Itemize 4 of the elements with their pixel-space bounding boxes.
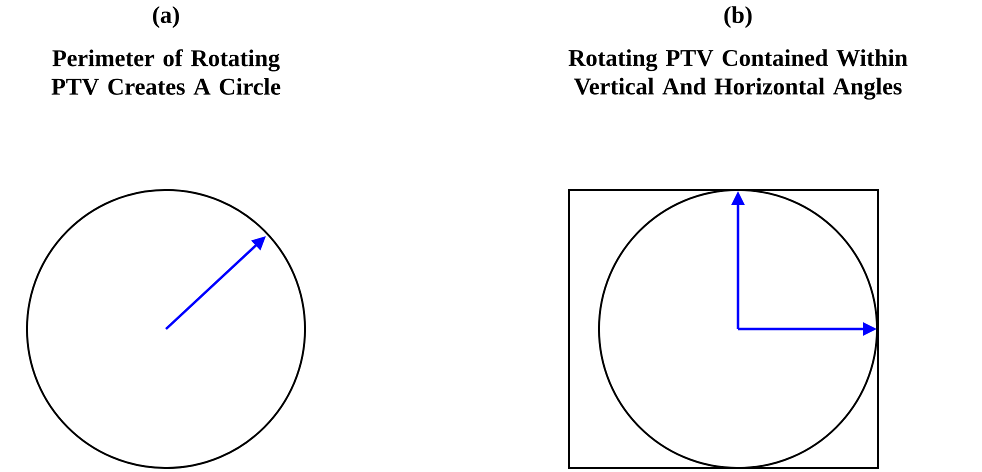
panel-label: (a): [153, 6, 179, 28]
panel-label: (b): [724, 6, 752, 28]
panel-title: Perimeter of Rotating PTV Creates A Circle: [52, 49, 280, 95]
panel-title: Rotating PTV Contained Within Vertical And Horizontal Angles: [568, 49, 908, 100]
